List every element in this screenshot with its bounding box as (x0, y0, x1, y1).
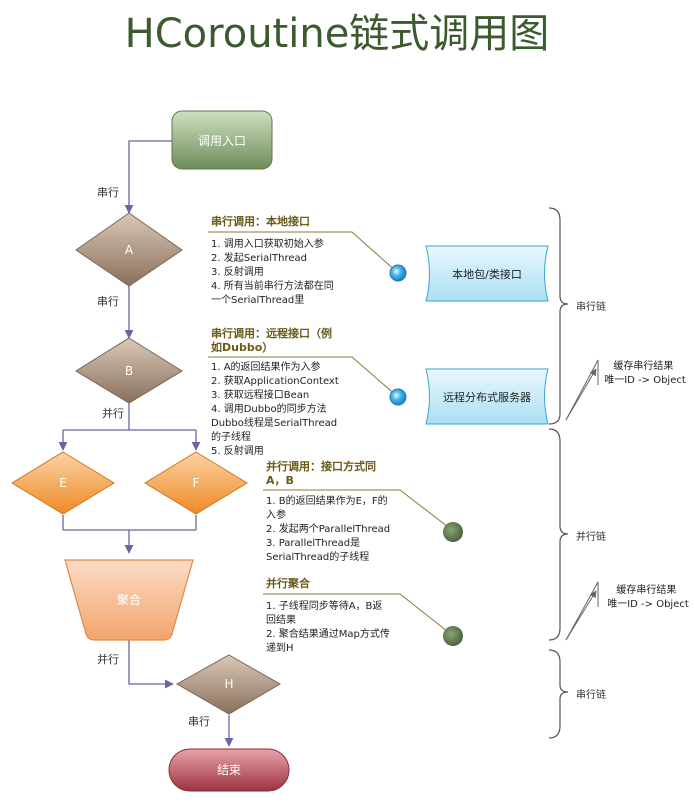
flow-edges (58, 140, 234, 747)
edge-label-merge-h: 并行 (97, 652, 119, 666)
edge-label-h-end: 串行 (188, 715, 210, 728)
brace-serial-2 (548, 649, 569, 739)
node-f: F (144, 451, 248, 515)
cache-callout-1-text: 缓存串行结果 唯一ID -> Object (604, 359, 686, 386)
note-2: 串行调用：远程接口（例 如Dubbo） 1. A的返回结果作为入参 2. 获取A… (208, 326, 399, 457)
diagram-title: HCoroutine链式调用图 (125, 11, 550, 57)
service-local-label: 本地包/类接口 (452, 267, 522, 281)
node-merge: 聚合 (64, 559, 194, 641)
brace-parallel-label: 并行链 (576, 530, 606, 543)
brace-serial-1-label: 串行链 (576, 300, 606, 313)
service-remote-label: 远程分布式服务器 (443, 391, 531, 404)
edge-start-a (124, 140, 172, 214)
edge-merge-h (128, 640, 174, 689)
node-b-label: B (125, 364, 133, 378)
note-3-body: 1. B的返回结果作为E，F的 入参 2. 发起两个ParallelThread… (266, 494, 393, 563)
note-3-heading: 并行调用：接口方式同 A，B (266, 459, 380, 487)
connector-dot-remote (389, 388, 407, 406)
note-4: 并行聚合 1. 子线程同步等待A，B返 回结果 2. 聚合结果通过Map方式传 … (263, 576, 453, 654)
node-end: 结束 (168, 748, 290, 792)
node-h-label: H (224, 677, 233, 691)
edge-label-a-b: 串行 (97, 295, 119, 308)
node-e: E (11, 451, 115, 515)
brace-parallel (548, 428, 569, 641)
note-4-body: 1. 子线程同步等待A，B返 回结果 2. 聚合结果通过Map方式传 递到H (266, 599, 393, 654)
brace-serial-1 (548, 207, 569, 425)
note-1-body: 1. 调用入口获取初始入参 2. 发起SerialThread 3. 反射调用 … (211, 237, 337, 306)
braces (548, 207, 569, 739)
node-start: 调用入口 (171, 110, 273, 170)
cache-callout-2-text: 缓存串行结果 唯一ID -> Object (607, 583, 689, 610)
service-remote: 远程分布式服务器 (425, 368, 549, 425)
note-1-heading: 串行调用：本地接口 (211, 214, 310, 228)
note-2-heading: 串行调用：远程接口（例 如Dubbo） (211, 326, 336, 354)
node-end-label: 结束 (217, 763, 241, 777)
node-e-label: E (59, 476, 67, 490)
service-local: 本地包/类接口 (425, 245, 549, 302)
brace-serial-2-label: 串行链 (576, 688, 606, 701)
edge-label-b-fork: 并行 (102, 406, 124, 420)
note-3: 并行调用：接口方式同 A，B 1. B的返回结果作为E，F的 入参 2. 发起两… (263, 459, 453, 563)
note-1: 串行调用：本地接口 1. 调用入口获取初始入参 2. 发起SerialThrea… (208, 214, 399, 306)
node-a: A (75, 212, 183, 287)
node-a-label: A (125, 243, 134, 257)
node-f-label: F (193, 476, 200, 490)
node-start-label: 调用入口 (198, 134, 246, 148)
cache-callout-2: 缓存串行结果 唯一ID -> Object (565, 581, 689, 641)
node-b: B (75, 337, 183, 404)
connector-dot-aggregate (443, 626, 463, 646)
connector-dot-parallel (443, 522, 463, 542)
edge-label-start-a: 串行 (97, 186, 119, 199)
node-merge-label: 聚合 (117, 592, 141, 607)
note-4-heading: 并行聚合 (266, 576, 311, 590)
connector-dot-local (389, 264, 407, 282)
note-2-body: 1. A的返回结果作为入参 2. 获取ApplicationContext 3.… (211, 360, 342, 457)
cache-callout-1: 缓存串行结果 唯一ID -> Object (565, 359, 686, 421)
node-h: H (175, 654, 281, 715)
